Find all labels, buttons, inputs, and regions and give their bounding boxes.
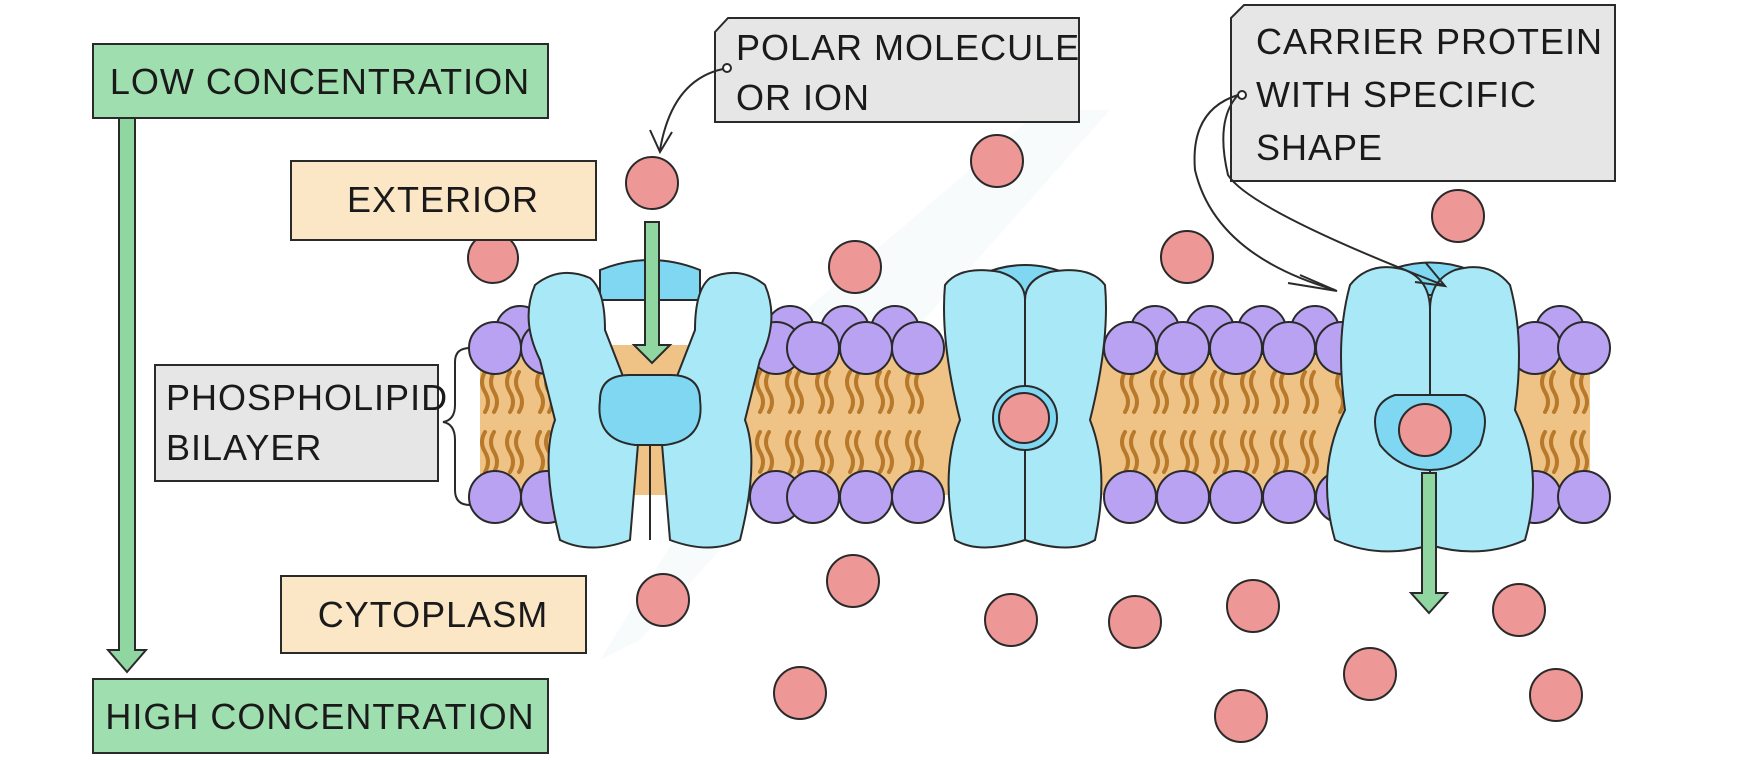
fatty-acid-tail	[1240, 370, 1250, 474]
ion	[826, 554, 880, 608]
fatty-acid-tail	[1180, 370, 1190, 474]
phospholipid-head	[468, 470, 522, 524]
phospholipid-head	[1103, 470, 1157, 524]
exterior-text: EXTERIOR	[347, 179, 539, 220]
phospholipid-head	[1156, 321, 1210, 375]
fatty-acid-tail	[1120, 370, 1130, 474]
exterior-label: EXTERIOR	[290, 160, 597, 241]
carrier-text-line2: WITH SPECIFIC	[1256, 74, 1537, 115]
ion	[828, 240, 882, 294]
fatty-acid-tail	[1219, 370, 1229, 474]
fatty-acid-tail	[1579, 370, 1589, 474]
fatty-acid-tail	[854, 370, 864, 474]
ion	[625, 156, 679, 210]
phospholipid-head	[839, 470, 893, 524]
fatty-acid-tail	[824, 370, 834, 474]
phospholipid-head	[1103, 321, 1157, 375]
phospholipid-head	[786, 321, 840, 375]
polar-text-line1: POLAR MOLECULE	[736, 27, 1080, 68]
fatty-acid-tail	[480, 370, 490, 474]
pointer-line-2	[1222, 94, 1444, 286]
ion	[773, 666, 827, 720]
polar-text-line2: OR ION	[736, 77, 870, 118]
fatty-acid-tail	[1309, 370, 1319, 474]
diffusion-arrow-in	[631, 221, 673, 365]
fatty-acid-tail	[764, 370, 774, 474]
phospholipid-head	[1209, 470, 1263, 524]
fatty-acid-tail	[1129, 370, 1139, 474]
fatty-acid-tail	[514, 370, 524, 474]
concentration-gradient-arrow	[105, 117, 149, 674]
phospholipid-head	[1262, 321, 1316, 375]
phospholipid-head	[1262, 470, 1316, 524]
fatty-acid-tail	[535, 370, 545, 474]
fatty-acid-tail	[1210, 370, 1220, 474]
low-concentration-text: LOW CONCENTRATION	[110, 61, 530, 102]
phospholipid-head	[1209, 321, 1263, 375]
carrier-text-line1: CARRIER PROTEIN	[1256, 21, 1603, 62]
carrier-text-line3: SHAPE	[1256, 127, 1383, 168]
fatty-acid-tail	[1540, 370, 1550, 474]
fatty-acid-tail	[1270, 370, 1280, 474]
fatty-acid-tail	[875, 370, 885, 474]
ion	[636, 573, 690, 627]
fatty-acid-tail	[1249, 370, 1259, 474]
ion	[1343, 647, 1397, 701]
bilayer-brace	[442, 347, 471, 506]
fatty-acid-tail	[505, 370, 515, 474]
phospholipid-head	[786, 470, 840, 524]
high-concentration-label: HIGH CONCENTRATION	[92, 678, 549, 754]
fatty-acid-tail	[905, 370, 915, 474]
ion	[1529, 668, 1583, 722]
phospholipid-text-line1: PHOSPHOLIPID	[166, 377, 448, 418]
high-concentration-text: HIGH CONCENTRATION	[105, 696, 534, 737]
phospholipid-text-line2: BILAYER	[166, 427, 322, 468]
cytoplasm-text: CYTOPLASM	[318, 594, 548, 635]
phospholipid-head	[891, 321, 945, 375]
phospholipid-head	[839, 321, 893, 375]
ion	[1160, 230, 1214, 284]
ion	[1431, 189, 1485, 243]
pointer-line-1	[1193, 94, 1336, 291]
channel-protein-open	[527, 259, 773, 549]
ion	[1226, 579, 1280, 633]
fatty-acid-tail	[785, 370, 795, 474]
ion	[1492, 583, 1546, 637]
fatty-acid-tail	[1189, 370, 1199, 474]
fatty-acid-tail	[755, 370, 765, 474]
ion	[1214, 689, 1268, 743]
phospholipid-head	[1557, 321, 1611, 375]
ion	[1398, 403, 1452, 457]
polar-molecules	[467, 134, 1583, 743]
phospholipid-bilayer-label: PHOSPHOLIPID BILAYER	[154, 347, 471, 506]
fatty-acid-tail	[1159, 370, 1169, 474]
pointer-line	[659, 68, 724, 151]
fatty-acid-tail	[1279, 370, 1289, 474]
fatty-acid-tail	[794, 370, 804, 474]
ion	[970, 134, 1024, 188]
carrier-protein-label: CARRIER PROTEIN WITH SPECIFIC SHAPE	[1193, 4, 1616, 292]
fatty-acid-tail	[884, 370, 894, 474]
fatty-acid-tail	[914, 370, 924, 474]
fatty-acid-tails	[480, 370, 1589, 474]
fatty-acid-tail	[1150, 370, 1160, 474]
phospholipid-head	[468, 321, 522, 375]
cytoplasm-label: CYTOPLASM	[280, 575, 587, 654]
fatty-acid-tail	[845, 370, 855, 474]
phospholipid-head	[1557, 470, 1611, 524]
fatty-acid-tail	[489, 370, 499, 474]
ion	[998, 392, 1050, 444]
ion	[1108, 595, 1162, 649]
fatty-acid-tail	[1549, 370, 1559, 474]
ion	[984, 593, 1038, 647]
fatty-acid-tail	[815, 370, 825, 474]
low-concentration-label: LOW CONCENTRATION	[92, 43, 549, 119]
diffusion-arrow-out	[1408, 472, 1450, 615]
polar-molecule-label: POLAR MOLECULE OR ION	[649, 17, 1080, 155]
phospholipid-head	[891, 470, 945, 524]
fatty-acid-tail	[1570, 370, 1580, 474]
fatty-acid-tail	[1300, 370, 1310, 474]
phospholipid-head	[1156, 470, 1210, 524]
